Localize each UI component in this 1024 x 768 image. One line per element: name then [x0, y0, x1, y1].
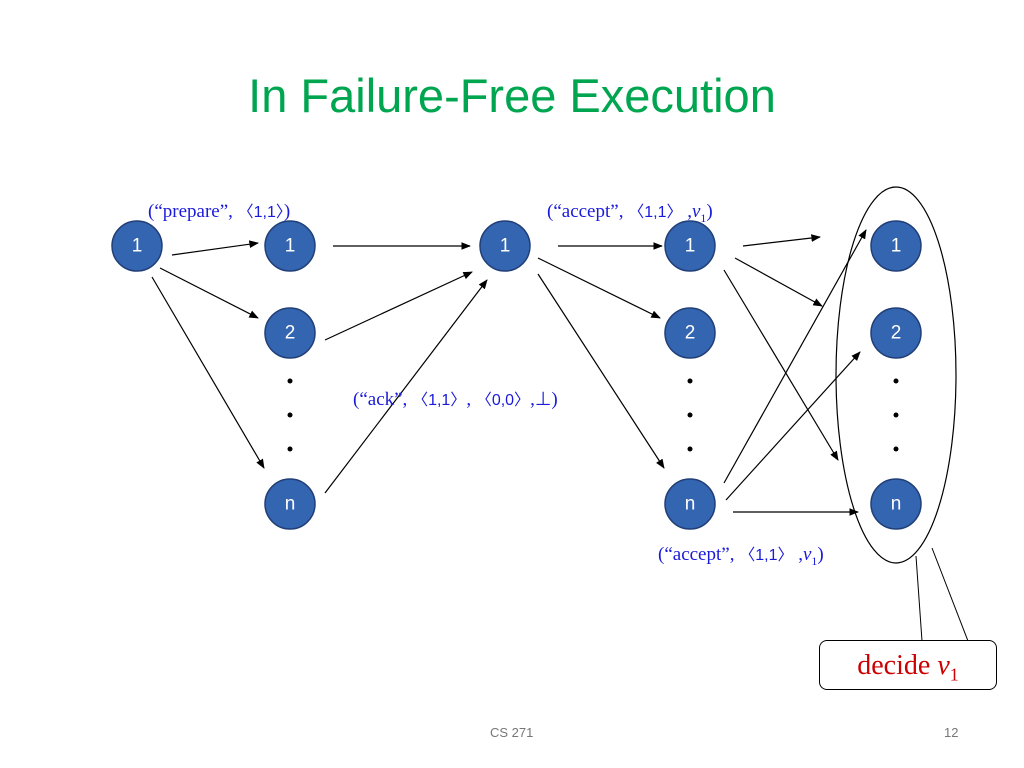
edge-learn-n-2 [725, 351, 861, 501]
ellipsis-acceptors-1 [287, 378, 293, 452]
svg-text:2: 2 [285, 323, 296, 344]
svg-text:2: 2 [685, 323, 696, 344]
callout-line-right [931, 547, 969, 642]
edge-accept-n [537, 273, 665, 469]
slide-title: In Failure-Free Execution [248, 69, 776, 122]
node-learner-n: n [870, 478, 922, 530]
accept-message-label-bottom: (“accept”, 〈1,1〉 ,v1) [658, 544, 824, 568]
node-acceptor-1: 1 [264, 220, 316, 272]
ack-message-label: (“ack”, 〈1,1〉, 〈0,0〉,⊥) [353, 389, 558, 410]
svg-text:2: 2 [891, 323, 902, 344]
svg-text:n: n [685, 494, 696, 515]
node-acceptor2-2: 2 [664, 307, 716, 359]
svg-text:n: n [285, 494, 296, 515]
ellipsis-acceptors-2 [687, 378, 693, 452]
node-learner-1: 1 [870, 220, 922, 272]
ellipsis-learners [893, 378, 899, 452]
footer-course: CS 271 [490, 725, 534, 740]
edge-accept-2 [537, 257, 661, 319]
edge-learn-1-1 [742, 234, 821, 247]
svg-text:n: n [891, 494, 902, 515]
prepare-message-label: (“prepare”, 〈1,1〉) [148, 201, 291, 222]
svg-text:1: 1 [891, 236, 902, 257]
node-proposer-1: 1 [111, 220, 163, 272]
accept-message-label-top: (“accept”, 〈1,1〉 ,v1) [547, 201, 713, 225]
edge-learn-1-2 [734, 257, 823, 307]
callout-line-left [915, 555, 923, 642]
node-acceptor-2: 2 [264, 307, 316, 359]
edge-prepare-n [151, 276, 265, 469]
node-acceptor2-n: n [664, 478, 716, 530]
learner-group-ellipse [835, 186, 957, 564]
decide-callout: decide v1 [819, 640, 997, 690]
edge-learn-1-n [723, 269, 839, 461]
node-proposer-2: 1 [479, 220, 531, 272]
svg-text:1: 1 [685, 236, 696, 257]
edge-learn-n-1 [723, 229, 867, 484]
edge-prepare-1 [171, 240, 259, 256]
svg-text:1: 1 [132, 236, 143, 257]
edge-prepare-2 [159, 267, 259, 319]
svg-text:1: 1 [500, 236, 511, 257]
edges [151, 229, 867, 516]
svg-text:1: 1 [285, 236, 296, 257]
node-acceptor-n: n [264, 478, 316, 530]
node-acceptor2-1: 1 [664, 220, 716, 272]
node-learner-2: 2 [870, 307, 922, 359]
edge-ack-n [324, 279, 488, 494]
edge-ack-2 [324, 271, 473, 341]
footer-page-number: 12 [944, 725, 959, 740]
